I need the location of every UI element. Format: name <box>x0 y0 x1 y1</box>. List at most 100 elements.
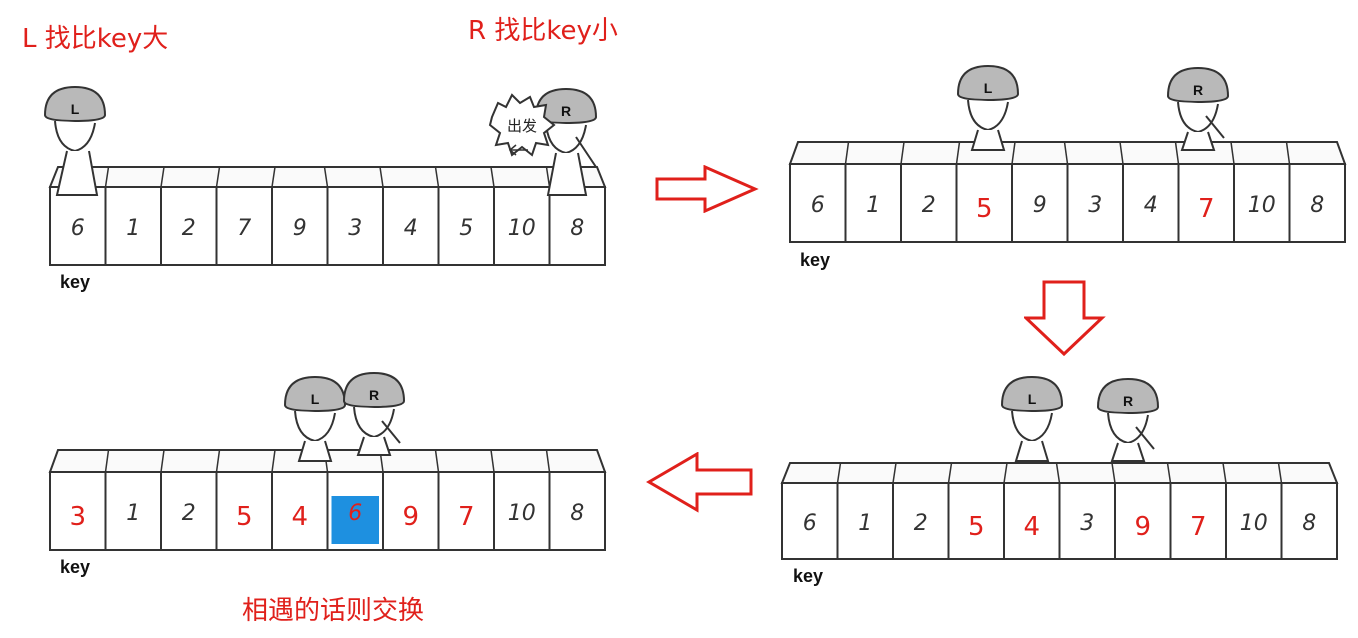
array-top-divider <box>1166 462 1172 484</box>
r-soldier-icon: R <box>1096 377 1160 462</box>
array-cell-value: 6 <box>811 193 825 218</box>
array-cell-value: 9 <box>293 216 307 241</box>
array-cell <box>382 186 440 266</box>
array-cell <box>1288 163 1346 243</box>
array-cell-value: 5 <box>459 216 473 241</box>
array-cell <box>836 482 894 560</box>
r-soldier-icon: R <box>342 371 406 456</box>
r-pointer-label: R <box>1193 82 1203 98</box>
right-arrow-icon <box>655 165 759 213</box>
array-top-divider <box>104 449 110 473</box>
array-cell <box>1114 482 1172 560</box>
array-cell-value: 1 <box>866 193 880 218</box>
array-top-divider <box>434 166 440 188</box>
array-cell-value: 3 <box>348 216 362 241</box>
array-top-divider <box>1222 462 1227 484</box>
left-arrow-icon <box>646 452 753 513</box>
array-top-divider <box>1055 462 1061 484</box>
array-cell-value: 6 <box>803 511 817 536</box>
array-cell <box>271 186 329 266</box>
swap-highlight <box>331 496 379 544</box>
array-cell-value: 6 <box>348 501 362 526</box>
array-cell-value: 10 <box>508 216 536 241</box>
array-top-divider <box>490 449 495 473</box>
array-top-divider <box>379 166 384 188</box>
array-top-divider <box>947 462 953 484</box>
left-arrow-icon <box>508 144 528 156</box>
array-top-divider <box>490 166 495 188</box>
array-cell <box>160 471 218 551</box>
array-cell-value: 3 <box>1088 193 1102 218</box>
array-top-divider <box>104 166 110 188</box>
array-cell <box>947 482 1005 560</box>
array-cell <box>1122 163 1180 243</box>
array-cell-value: 4 <box>404 216 418 241</box>
array-cell <box>1011 163 1069 243</box>
speech-burst: 出发 <box>488 93 556 157</box>
r-pointer-label: R <box>369 387 379 403</box>
array-cell-value: 8 <box>570 501 584 526</box>
array-top-divider <box>160 166 165 188</box>
l-soldier-icon: L <box>956 64 1020 151</box>
array-top-divider <box>323 166 329 188</box>
array-cell <box>1177 163 1235 243</box>
array-cell-value: 8 <box>1302 511 1316 536</box>
array-cell <box>271 471 329 551</box>
array-top-divider <box>1003 462 1008 484</box>
array-cell-value: 2 <box>914 511 928 536</box>
key-label: key <box>60 557 91 577</box>
array-cell-value: 7 <box>1190 512 1207 542</box>
array-cell-value: 3 <box>69 502 86 532</box>
array-top-divider <box>160 449 165 473</box>
array-cell <box>104 471 162 551</box>
array-cell-value: 4 <box>291 502 308 532</box>
array-top-divider <box>892 462 897 484</box>
r-soldier-icon: R <box>534 87 598 196</box>
array-cell <box>493 471 551 551</box>
array-top-divider <box>844 141 850 165</box>
array-top-divider <box>1011 141 1016 165</box>
array-top-divider <box>836 462 842 484</box>
array-cell-value: 10 <box>1240 511 1268 536</box>
array-cell <box>1280 482 1338 560</box>
array-top-divider <box>900 141 905 165</box>
array-cell-value: 6 <box>71 216 85 241</box>
array-cell-value: 3 <box>1080 511 1094 536</box>
array-cell-value: 8 <box>570 216 584 241</box>
r-pointer-label: R <box>1123 393 1133 409</box>
array-cell <box>1225 482 1283 560</box>
array-cell-value: 9 <box>402 502 419 532</box>
l-pointer-label: L <box>71 101 80 117</box>
l-pointer-label: L <box>311 391 320 407</box>
array-cell-value: 5 <box>236 502 253 532</box>
array-top-divider <box>271 166 276 188</box>
array-cell <box>955 163 1013 243</box>
array-cell-value: 8 <box>1310 193 1324 218</box>
l-soldier-icon: L <box>283 375 347 462</box>
r-pointer-label: R <box>561 103 571 119</box>
array-cell <box>382 471 440 551</box>
array-cell-value: 5 <box>976 194 993 224</box>
key-label: key <box>800 250 831 270</box>
array-cell-value: 10 <box>1248 193 1276 218</box>
array-cell-value: 1 <box>858 511 872 536</box>
l-soldier-icon: L <box>1000 375 1064 462</box>
left-pointer-caption: L 找比key大 <box>22 24 169 54</box>
right-pointer-caption: R 找比key小 <box>468 16 618 46</box>
l-soldier-icon: L <box>43 85 107 196</box>
l-pointer-label: L <box>1028 391 1037 407</box>
array-cell-value: 2 <box>182 216 196 241</box>
array-top-divider <box>1111 462 1116 484</box>
array-cell-value: 4 <box>1023 512 1040 542</box>
array-top-divider <box>1230 141 1235 165</box>
array-cell-value: 2 <box>922 193 936 218</box>
array-cell <box>892 482 950 560</box>
array-cell-value: 10 <box>508 501 536 526</box>
